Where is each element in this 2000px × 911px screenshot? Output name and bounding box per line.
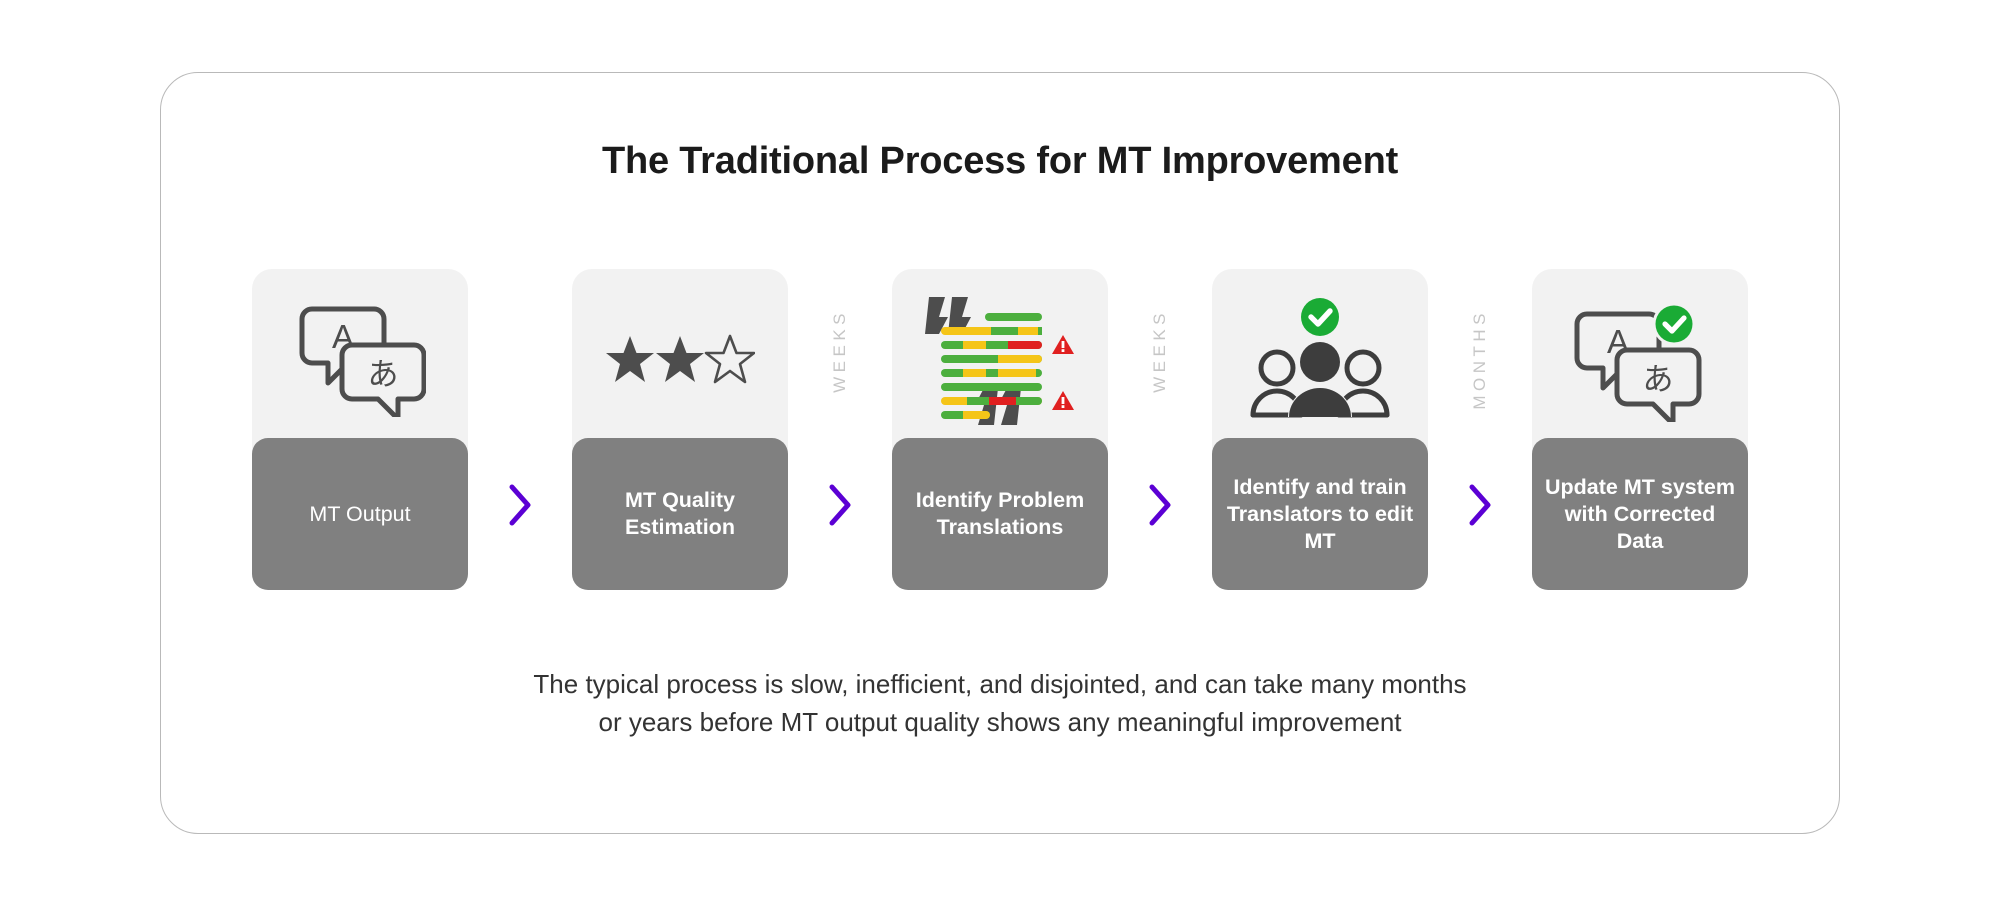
process-step-5: A あ Update MT system with Corrected Data <box>1532 269 1748 590</box>
svg-text:あ: あ <box>368 357 399 393</box>
duration-label-3: WEEKS <box>1150 309 1169 393</box>
step-2-label: MT Quality Estimation <box>572 438 788 590</box>
duration-label-2: WEEKS <box>830 309 849 393</box>
caption: The typical process is slow, inefficient… <box>161 665 1839 741</box>
separator-4: MONTHS <box>1428 269 1532 604</box>
infographic-panel: The Traditional Process for MT Improveme… <box>160 72 1840 834</box>
chevron-right-icon <box>827 483 853 527</box>
translate-bubbles-icon: A あ <box>299 306 426 417</box>
step-3-icon-card <box>892 269 1108 452</box>
translate-bubbles-check-icon: A あ <box>1574 302 1702 422</box>
separator-1 <box>468 269 572 604</box>
caption-line-1: The typical process is slow, inefficient… <box>533 669 1467 699</box>
quoted-text-quality-bars-icon <box>925 296 1074 425</box>
process-step-1: A あ MT Output <box>252 269 468 590</box>
step-4-icon-card <box>1212 269 1428 452</box>
warning-triangle-icon <box>1052 334 1074 354</box>
page-title: The Traditional Process for MT Improveme… <box>601 140 1399 182</box>
warning-triangle-icon <box>1052 390 1074 410</box>
check-badge-icon <box>1652 302 1696 345</box>
process-step-3: Identify Problem Translations <box>892 269 1108 590</box>
step-1-icon-card: A あ <box>252 269 468 452</box>
check-badge-icon <box>1301 297 1339 336</box>
duration-label-4: MONTHS <box>1470 309 1489 410</box>
separator-3: WEEKS <box>1108 269 1212 604</box>
chevron-right-icon <box>507 483 533 527</box>
chevron-right-icon <box>1467 483 1493 527</box>
process-step-4: Identify and train Translators to edit M… <box>1212 269 1428 590</box>
step-2-icon-card <box>572 269 788 452</box>
step-5-icon-card: A あ <box>1532 269 1748 452</box>
process-flow: A あ MT Output <box>161 269 1839 609</box>
caption-line-2: or years before MT output quality shows … <box>598 707 1402 737</box>
step-4-label: Identify and train Translators to edit M… <box>1212 438 1428 590</box>
separator-2: WEEKS <box>788 269 892 604</box>
star-rating-icon <box>606 334 755 383</box>
process-step-2: MT Quality Estimation <box>572 269 788 590</box>
step-1-label: MT Output <box>252 438 468 590</box>
people-group-check-icon <box>1250 297 1390 417</box>
step-5-label: Update MT system with Corrected Data <box>1532 438 1748 590</box>
chevron-right-icon <box>1147 483 1173 527</box>
step-3-label: Identify Problem Translations <box>892 438 1108 590</box>
svg-text:あ: あ <box>1643 362 1674 398</box>
